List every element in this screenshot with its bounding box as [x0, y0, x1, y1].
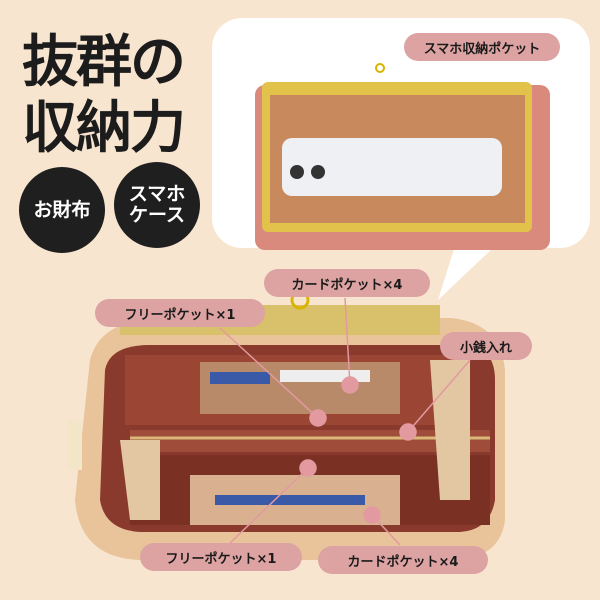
label-card-pocket-bottom: カードポケット×4: [318, 546, 488, 574]
label-phone-pocket: スマホ収納ポケット: [404, 33, 560, 61]
badge-wallet-text: お財布: [33, 198, 91, 221]
badge-wallet: お財布: [19, 167, 105, 253]
badge-phone-line2: ケース: [128, 204, 186, 226]
badge-phone-case: スマホケース: [114, 162, 200, 248]
label-coin-purse: 小銭入れ: [440, 332, 532, 360]
badge-phone-line1: スマホ: [128, 183, 186, 206]
badge-phone-case-text: スマホケース: [129, 184, 185, 226]
label-free-pocket-top: フリーポケット×1: [95, 299, 265, 327]
leader-lines: [219, 297, 471, 546]
wallet-image: [68, 290, 505, 560]
headline-line1: 抜群の: [22, 29, 186, 95]
label-free-pocket-bottom: フリーポケット×1: [140, 543, 302, 571]
phone-pouch-image: [255, 63, 550, 250]
label-card-pocket-top: カードポケット×4: [264, 269, 430, 297]
headline-line2: 収納力: [22, 95, 186, 161]
